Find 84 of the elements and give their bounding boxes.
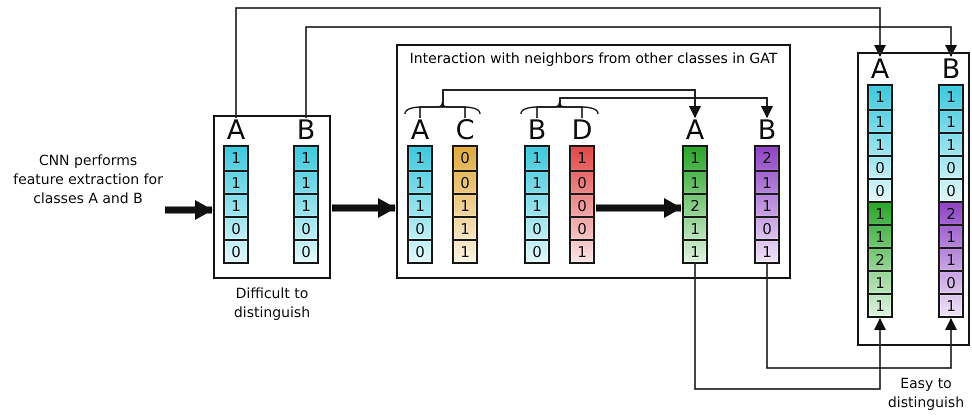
vector-cell: 0 <box>869 178 891 201</box>
vector-cell: 1 <box>756 239 778 262</box>
vector-cell: 0 <box>571 216 593 239</box>
vector-cell: 1 <box>409 170 431 193</box>
vector-cell: 1 <box>940 293 962 316</box>
vector-cell: 0 <box>409 216 431 239</box>
vector-cell: 1 <box>409 147 431 170</box>
vector-cell: 1 <box>454 239 476 262</box>
vector-cell: 1 <box>684 239 706 262</box>
vector-cell: 1 <box>940 86 962 109</box>
vector-cell: 0 <box>940 155 962 178</box>
vector-cell: 1 <box>454 216 476 239</box>
caption-text: Easy to distinguish <box>886 375 966 413</box>
vector-cell: 2 <box>940 201 962 224</box>
vector-cell: 1 <box>869 270 891 293</box>
arrow <box>305 26 957 118</box>
vector-cell: 0 <box>940 178 962 201</box>
description-text: CNN performs feature extraction for classes A and B <box>12 152 164 209</box>
vector-cell: 1 <box>526 170 548 193</box>
vector-cell: 1 <box>869 201 891 224</box>
column-header: A <box>226 118 246 145</box>
vector-cell: 0 <box>526 239 548 262</box>
column-header: B <box>756 118 778 145</box>
vector-cell: 1 <box>526 147 548 170</box>
vector-cell: 1 <box>295 147 317 170</box>
vector-cell: 1 <box>756 170 778 193</box>
column-header: A <box>684 118 706 145</box>
vector-cell: 0 <box>454 170 476 193</box>
panel-box <box>213 115 331 279</box>
column-header: C <box>454 118 476 145</box>
vector-cell: 1 <box>684 170 706 193</box>
vector-cell: 0 <box>409 239 431 262</box>
vector-cell: 1 <box>869 293 891 316</box>
column-header: B <box>296 118 316 145</box>
vector-cell: 1 <box>869 132 891 155</box>
vector-cell: 1 <box>684 216 706 239</box>
vector-cell: 1 <box>225 170 247 193</box>
vector-cell: 1 <box>295 193 317 216</box>
vector-cell: 0 <box>225 216 247 239</box>
column-header: B <box>526 118 548 145</box>
panel-box <box>857 52 970 346</box>
column-header: D <box>570 118 594 145</box>
vector-cell: 1 <box>684 147 706 170</box>
vector-cell: 0 <box>571 170 593 193</box>
column-header: A <box>870 57 890 84</box>
panel-title: Interaction with neighbors from other classes in GAT <box>408 50 778 69</box>
vector-cell: 1 <box>756 193 778 216</box>
vector-cell: 2 <box>684 193 706 216</box>
vector-cell: 1 <box>940 109 962 132</box>
column-header: B <box>940 57 962 84</box>
vector-cell: 1 <box>940 224 962 247</box>
vector-cell: 1 <box>225 147 247 170</box>
vector-cell: 2 <box>756 147 778 170</box>
vector-cell: 1 <box>454 193 476 216</box>
vector-cell: 1 <box>571 239 593 262</box>
vector-cell: 0 <box>869 155 891 178</box>
vector-cell: 1 <box>225 193 247 216</box>
vector-cell: 0 <box>295 239 317 262</box>
vector-cell: 0 <box>225 239 247 262</box>
block-arrow <box>165 200 213 220</box>
vector-cell: 0 <box>756 216 778 239</box>
vector-cell: 1 <box>571 147 593 170</box>
arrow <box>235 7 886 118</box>
vector-cell: 0 <box>454 147 476 170</box>
vector-cell: 1 <box>869 86 891 109</box>
block-arrow <box>332 198 396 218</box>
vector-cell: 1 <box>526 193 548 216</box>
vector-cell: 1 <box>869 109 891 132</box>
column-header: A <box>410 118 430 145</box>
arrow <box>694 264 886 390</box>
vector-cell: 0 <box>571 193 593 216</box>
vector-cell: 1 <box>869 224 891 247</box>
vector-cell: 1 <box>295 170 317 193</box>
panel-box <box>396 44 791 279</box>
vector-cell: 1 <box>940 132 962 155</box>
caption-text: Difficult to distinguish <box>232 285 312 323</box>
vector-cell: 2 <box>869 247 891 270</box>
vector-cell: 0 <box>295 216 317 239</box>
block-arrow <box>596 198 682 218</box>
vector-cell: 0 <box>526 216 548 239</box>
vector-cell: 1 <box>409 193 431 216</box>
vector-cell: 0 <box>940 270 962 293</box>
arrow <box>766 264 957 369</box>
vector-cell: 1 <box>940 247 962 270</box>
